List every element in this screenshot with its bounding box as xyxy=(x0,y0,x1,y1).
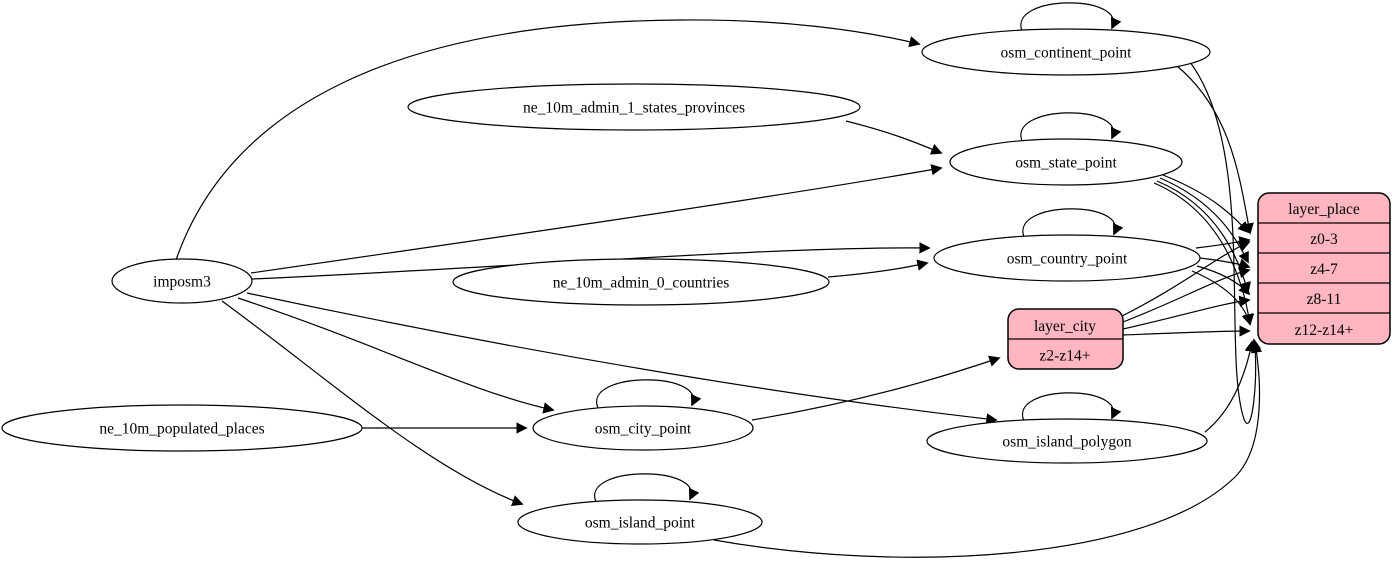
node-imposm3: imposm3 xyxy=(111,258,253,304)
self-loop-osm_state_point xyxy=(1020,112,1122,142)
edge-imposm3-osm_island_point xyxy=(221,300,524,506)
edge-osm_state_point-layer_place-z0-3 xyxy=(1162,174,1250,234)
node-label: osm_island_point xyxy=(585,515,696,532)
node-ne_10m_admin_0_countries: ne_10m_admin_0_countries xyxy=(452,258,830,306)
edge-osm_continent_point-layer_place-z12-z14 xyxy=(1189,61,1262,424)
edge-layer_city-layer_place-z8-11 xyxy=(1122,295,1251,330)
self-loop-osm_island_polygon xyxy=(1021,392,1122,422)
edge-osm_island_point-layer_place-z12-z14 xyxy=(713,341,1263,558)
edge-layer_city-layer_place-z0-3 xyxy=(1121,240,1251,317)
node-osm_island_point: osm_island_point xyxy=(517,499,763,545)
record-title: layer_city xyxy=(1034,318,1096,335)
node-label: osm_country_point xyxy=(1007,251,1128,268)
edges xyxy=(175,2,1263,558)
edge-osm_country_point-layer_place-z0-3 xyxy=(1195,236,1251,249)
node-osm_continent_point: osm_continent_point xyxy=(921,28,1211,76)
edge-imposm3-osm_island_polygon xyxy=(246,292,998,425)
self-loop-osm_country_point xyxy=(1022,208,1124,238)
edge-osm_state_point-layer_place-z4-7 xyxy=(1159,177,1249,264)
node-label: osm_state_point xyxy=(1015,155,1117,172)
edge-osm_country_point-layer_place-z8-11 xyxy=(1196,265,1251,296)
node-osm_island_polygon: osm_island_polygon xyxy=(926,418,1208,464)
edge-layer_city-layer_place-z4-7 xyxy=(1122,266,1251,323)
edge-osm_country_point-layer_place-z12-z14 xyxy=(1191,270,1253,326)
node-ne_10m_populated_places: ne_10m_populated_places xyxy=(1,404,363,452)
node-osm_country_point: osm_country_point xyxy=(933,234,1201,282)
node-layer_place: layer_place z0-3 z4-7 z8-11 z12-z14+ xyxy=(1257,192,1391,345)
self-loop-osm_continent_point xyxy=(1020,2,1122,32)
edge-imposm3-osm_city_point xyxy=(237,297,555,414)
node-label: imposm3 xyxy=(153,274,211,291)
self-loop-osm_city_point xyxy=(596,379,702,409)
edge-osm_continent_point-layer_place-z0-3 xyxy=(1176,65,1254,235)
node-layer_city: layer_city z2-z14+ xyxy=(1007,308,1124,370)
edge-osm_city_point-layer_city-z2 xyxy=(751,355,1001,421)
record-row-z4-7: z4-7 xyxy=(1310,261,1338,278)
node-label: ne_10m_admin_0_countries xyxy=(553,275,730,292)
edge-osm_state_point-layer_place-z8-11 xyxy=(1156,180,1251,294)
edge-ne_10m_admin_0_countries-osm_country_point xyxy=(827,259,929,278)
edge-osm_state_point-layer_place-z12-z14 xyxy=(1153,182,1255,326)
record-title: layer_place xyxy=(1288,201,1360,218)
record-row-z2-z14: z2-z14+ xyxy=(1040,348,1091,365)
node-label: ne_10m_populated_places xyxy=(99,421,264,438)
edge-osm_country_point-layer_place-z4-7 xyxy=(1199,257,1251,270)
edge-layer_city-layer_place-z12-z14 xyxy=(1122,325,1251,337)
node-osm_city_point: osm_city_point xyxy=(532,405,754,451)
node-label: osm_island_polygon xyxy=(1002,434,1131,451)
node-label: osm_continent_point xyxy=(1001,45,1133,62)
self-loop-osm_island_point xyxy=(594,473,700,503)
node-ne_10m_admin_1_states_provinces: ne_10m_admin_1_states_provinces xyxy=(407,83,861,131)
node-label: osm_city_point xyxy=(595,421,692,438)
edge-ne_10m_admin_1_states_provinces-osm_state_point xyxy=(845,120,943,155)
edge-imposm3-osm_continent_point xyxy=(175,19,921,261)
record-row-z8-11: z8-11 xyxy=(1307,291,1342,308)
edge-imposm3-osm_state_point xyxy=(250,164,943,274)
node-label: ne_10m_admin_1_states_provinces xyxy=(523,100,745,117)
record-row-z0-3: z0-3 xyxy=(1310,231,1338,248)
edge-osm_island_polygon-layer_place-z12-z14 xyxy=(1204,340,1256,433)
record-row-z12-z14: z12-z14+ xyxy=(1295,322,1354,339)
node-osm_state_point: osm_state_point xyxy=(949,138,1183,186)
